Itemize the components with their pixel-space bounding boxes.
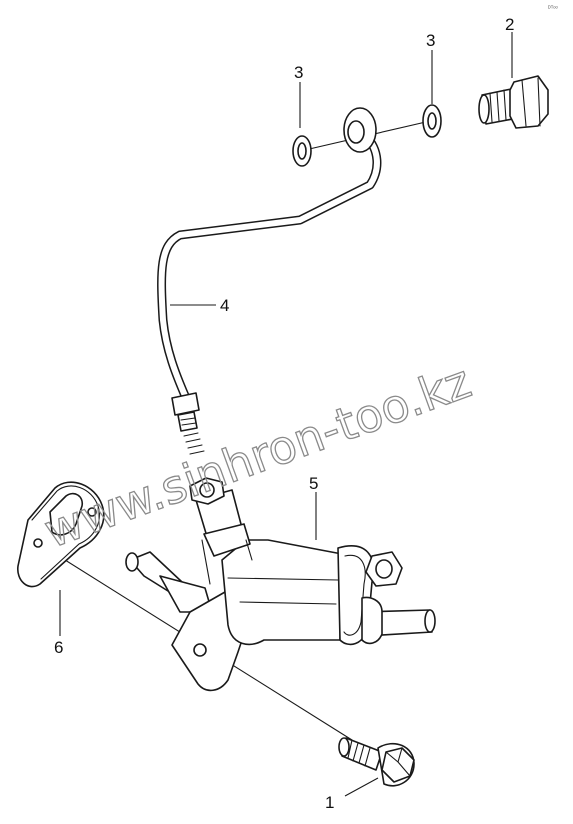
sealing-washer-left [292, 135, 312, 167]
banjo-bolt [478, 75, 549, 129]
callout-5: 5 [309, 474, 318, 493]
callout-3-left: 3 [294, 63, 303, 82]
callout-3-right: 3 [426, 31, 435, 50]
oil-feed-pipe [157, 107, 382, 455]
callout-6: 6 [54, 638, 63, 657]
callout-2: 2 [505, 15, 514, 34]
pump-body [125, 477, 436, 692]
callout-4: 4 [220, 296, 229, 315]
flange-bolt [338, 737, 415, 787]
corner-code: ᴰᵀᵒᵒ [548, 5, 559, 12]
callout-1: 1 [325, 793, 334, 812]
watermark-text: www.sinhron-too.kz [37, 354, 477, 558]
sealing-washer-right [422, 104, 442, 138]
gasket [17, 481, 105, 588]
